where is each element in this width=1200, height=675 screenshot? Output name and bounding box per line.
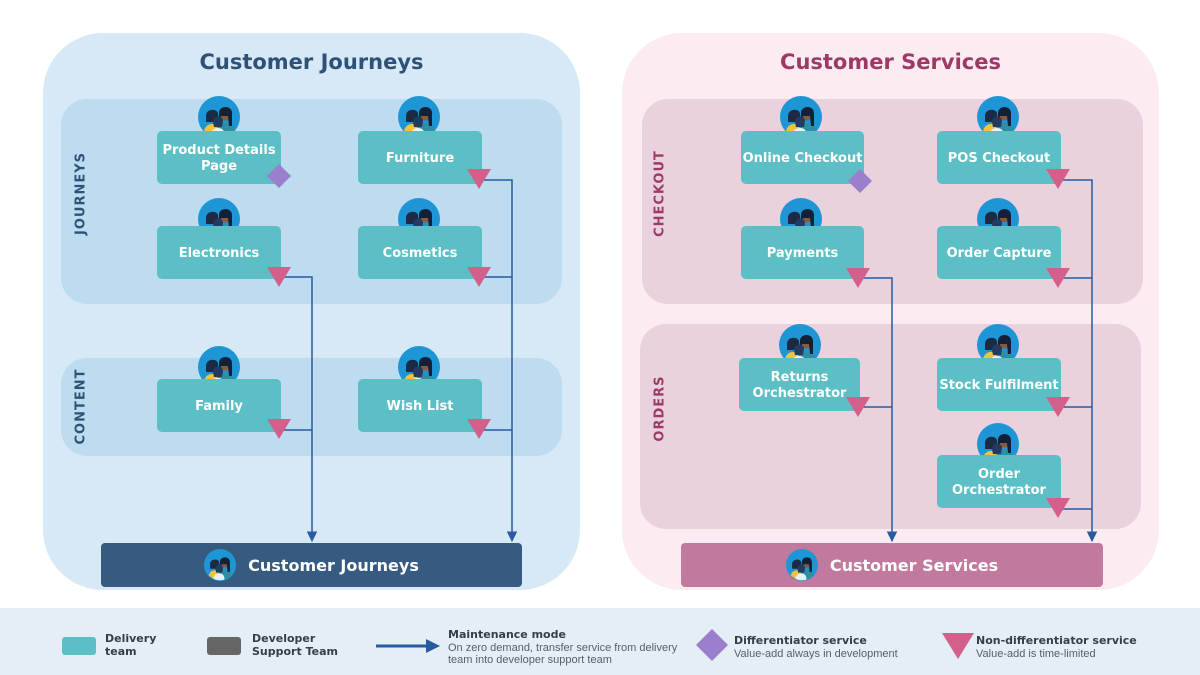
non-differentiator-title: Non-differentiator service <box>976 634 1137 647</box>
checkout-section <box>642 99 1143 304</box>
differentiator-diamond-icon <box>696 629 728 661</box>
team-avatar-icon <box>786 549 818 581</box>
card-wish-list[interactable]: Wish List <box>358 379 482 432</box>
orders-section <box>640 324 1141 529</box>
customer-services-title: Customer Services <box>780 50 1001 74</box>
customer-services-support-label: Customer Services <box>829 555 999 575</box>
differentiator-title: Differentiator service <box>734 634 867 647</box>
developer-team-swatch <box>207 637 241 655</box>
card-cosmetics[interactable]: Cosmetics <box>358 226 482 279</box>
differentiator-desc: Value-add always in development <box>734 648 898 660</box>
card-family[interactable]: Family <box>157 379 281 432</box>
card-returns-orchestrator[interactable]: Returns Orchestrator <box>739 358 860 411</box>
card-payments[interactable]: Payments <box>741 226 864 279</box>
legend: Delivery team Developer Support Team Mai… <box>0 608 1200 675</box>
card-order-capture[interactable]: Order Capture <box>937 226 1061 279</box>
developer-team-label: Developer Support Team <box>252 632 338 658</box>
card-product-details-page[interactable]: Product Details Page <box>157 131 281 184</box>
journeys-section-label: JOURNEYS <box>73 152 89 235</box>
orders-section-label: ORDERS <box>652 375 668 442</box>
card-furniture[interactable]: Furniture <box>358 131 482 184</box>
journeys-section <box>61 99 562 304</box>
maintenance-mode-desc: On zero demand, transfer service from de… <box>448 642 678 666</box>
content-section-label: CONTENT <box>73 368 89 445</box>
customer-services-support-bar[interactable]: Customer Services <box>681 543 1103 587</box>
delivery-team-swatch <box>62 637 96 655</box>
checkout-section-label: CHECKOUT <box>652 150 668 237</box>
non-differentiator-desc: Value-add is time-limited <box>976 648 1096 660</box>
card-order-orchestrator[interactable]: Order Orchestrator <box>937 455 1061 508</box>
customer-journeys-support-bar[interactable]: Customer Journeys <box>101 543 522 587</box>
card-online-checkout[interactable]: Online Checkout <box>741 131 864 184</box>
delivery-team-label: Delivery team <box>105 632 157 658</box>
non-differentiator-triangle-icon <box>942 633 974 659</box>
content-section <box>61 358 562 456</box>
card-electronics[interactable]: Electronics <box>157 226 281 279</box>
customer-journeys-title: Customer Journeys <box>199 50 424 74</box>
customer-journeys-support-label: Customer Journeys <box>248 555 419 575</box>
maintenance-mode-title: Maintenance mode <box>448 628 566 641</box>
team-avatar-icon <box>204 549 236 581</box>
card-pos-checkout[interactable]: POS Checkout <box>937 131 1061 184</box>
card-stock-fulfilment[interactable]: Stock Fulfilment <box>937 358 1061 411</box>
maintenance-arrow-icon <box>376 639 440 653</box>
